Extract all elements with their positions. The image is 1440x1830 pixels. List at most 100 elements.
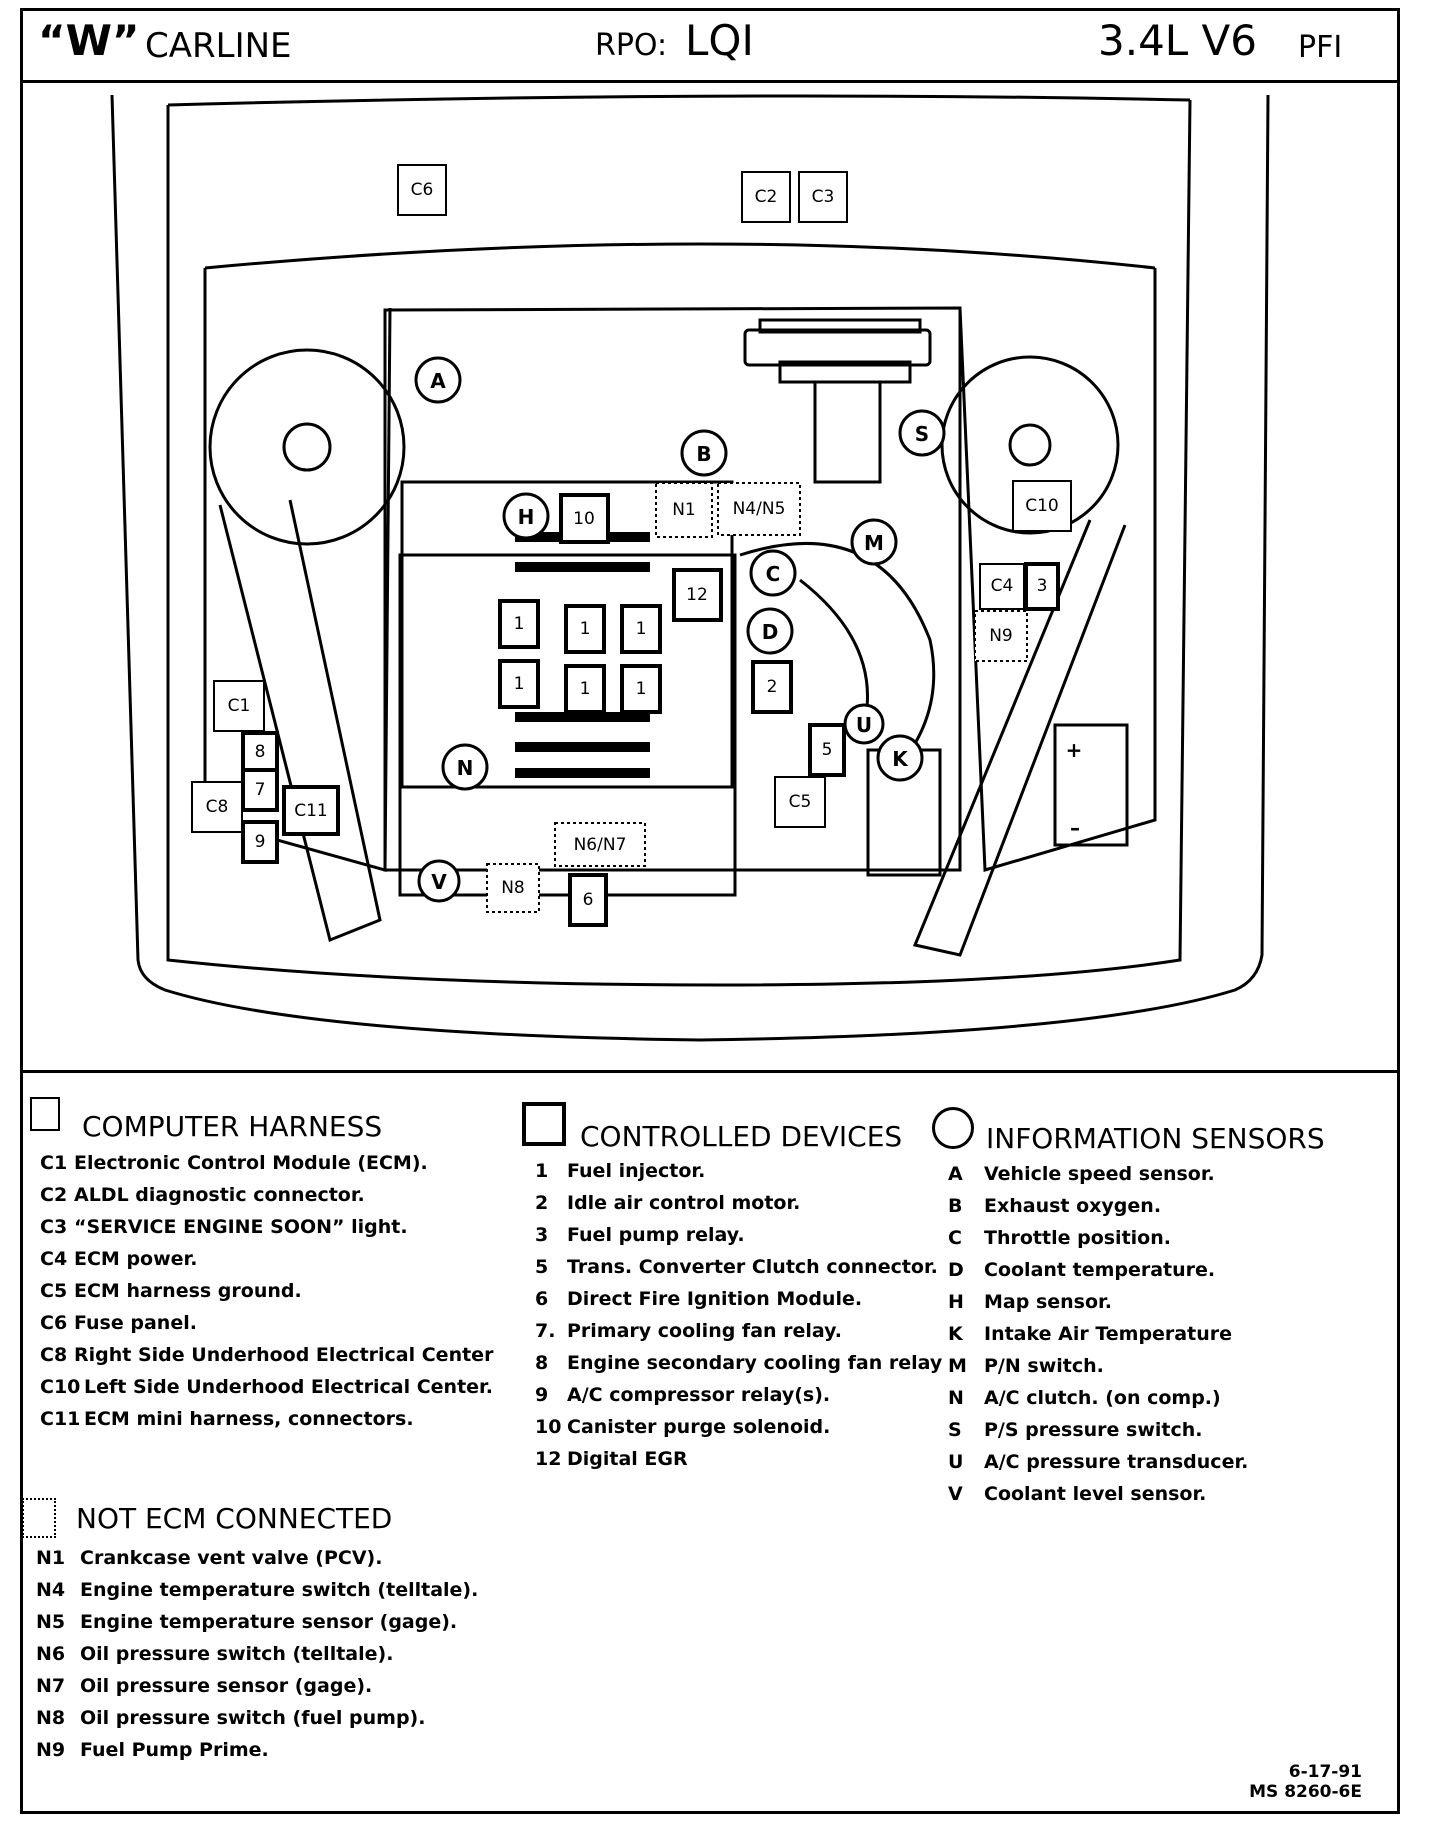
label-device-1b: 1: [580, 619, 591, 639]
device-6: [568, 873, 608, 927]
harness-c6: [397, 164, 447, 216]
label-sensor-h: H: [518, 505, 535, 529]
label-device-10: 10: [573, 509, 595, 529]
label-device-1d: 1: [514, 674, 525, 694]
device-2: [751, 660, 793, 714]
not-ecm-n4n5: [717, 482, 801, 536]
sensor-u: [843, 703, 885, 745]
bay-outline: [110, 94, 1270, 1042]
label-device-1f: 1: [636, 679, 647, 699]
footer-doc-number: MS 8260-6E: [1249, 1782, 1362, 1802]
label-sensor-a: A: [430, 369, 446, 393]
label-sensor-d: D: [762, 620, 779, 644]
manifold: [398, 553, 737, 897]
device-1e: [564, 664, 606, 714]
device-5: [808, 723, 846, 777]
engine-suffix: PFI: [1298, 30, 1343, 65]
battery: [1053, 723, 1129, 847]
footer-date: 6-17-91: [1288, 1762, 1362, 1782]
label-device-8: 8: [255, 742, 266, 762]
not-ecm-title: NOT ECM CONNECTED: [76, 1502, 393, 1535]
controlled-devices-symbol: [522, 1102, 566, 1146]
sensor-a: [414, 356, 462, 404]
label-sensor-u: U: [856, 713, 872, 737]
label-sensor-k: K: [892, 747, 909, 771]
device-8: [241, 731, 279, 772]
harness-c3: [798, 171, 848, 223]
label-device-9: 9: [255, 832, 266, 852]
carline-code: “W”: [38, 16, 140, 65]
device-1c: [620, 604, 662, 654]
not-ecm-n9: [974, 610, 1028, 662]
label-n8: N8: [501, 878, 525, 898]
sensor-k: [876, 734, 924, 782]
device-c11: [282, 785, 340, 836]
not-ecm-n6n7: [554, 822, 646, 867]
page-frame: [20, 8, 1400, 1814]
rpo-label: RPO:: [595, 28, 668, 63]
left-pulley: [208, 348, 406, 546]
engine-block: [383, 306, 962, 872]
device-1a: [498, 599, 540, 649]
information-sensors-title: INFORMATION SENSORS: [986, 1122, 1325, 1155]
label-c11: C11: [294, 801, 328, 821]
harness-c1: [213, 680, 265, 732]
sensor-h: [502, 492, 550, 540]
intake-neck: [758, 318, 922, 334]
sensor-v: [417, 859, 461, 903]
intake-tube: [813, 380, 882, 484]
label-sensor-s: S: [915, 422, 929, 446]
plenum: [400, 480, 734, 789]
engine-label: 3.4L V6: [1098, 16, 1257, 65]
legend-divider: [20, 1070, 1400, 1073]
not-ecm-n8: [486, 863, 540, 913]
right-belt: [912, 519, 1127, 957]
label-sensor-c: C: [766, 562, 781, 586]
rpo-value: LQI: [685, 16, 754, 65]
device-1f: [620, 664, 662, 714]
label-sensor-n: N: [457, 756, 474, 780]
sensor-c: [749, 549, 797, 597]
label-sensor-b: B: [696, 442, 711, 466]
label-c10: C10: [1025, 496, 1059, 516]
left-belt: [218, 499, 382, 943]
device-3: [1024, 562, 1060, 611]
harness-c8: [191, 781, 243, 833]
label-device-1c: 1: [636, 619, 647, 639]
strut-left: [203, 268, 392, 872]
label-device-7: 7: [255, 780, 266, 800]
label-c3: C3: [812, 187, 835, 207]
harness-c10: [1012, 480, 1072, 532]
not-ecm-symbol: [22, 1498, 56, 1538]
computer-harness-symbol: [30, 1097, 60, 1131]
device-12: [672, 568, 723, 622]
harness-c5: [774, 776, 826, 828]
